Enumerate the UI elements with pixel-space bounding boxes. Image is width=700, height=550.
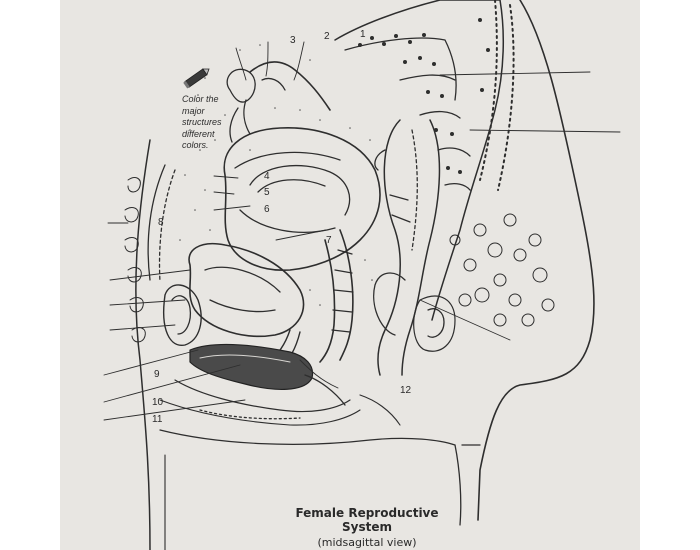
reproductive-system-diagram — [103, 0, 621, 550]
instruction-line: Color the — [182, 94, 219, 104]
label-10: 10 — [152, 397, 164, 408]
labia — [189, 343, 314, 390]
caption-subtitle: (midsagittal view) — [317, 536, 417, 549]
label-7: 7 — [326, 235, 332, 246]
thigh-lower-outline — [454, 444, 462, 526]
fallopian-tube — [249, 61, 331, 111]
pencil-icon — [183, 68, 210, 89]
body-back-outline — [477, 0, 595, 521]
pubic-bone — [163, 284, 202, 346]
label-11: 11 — [152, 414, 163, 425]
ovary — [226, 68, 256, 103]
gluteal-tissue — [449, 213, 555, 327]
label-9: 9 — [154, 369, 160, 380]
abdominal-wall — [147, 164, 166, 281]
label-12: 12 — [400, 385, 412, 396]
label-3: 3 — [290, 35, 296, 46]
bladder-outline — [188, 243, 305, 338]
instruction-line: colors. — [182, 140, 209, 150]
label-2: 2 — [324, 31, 330, 42]
background-margin — [640, 0, 700, 550]
anal-sphincter — [413, 295, 456, 352]
label-1: 1 — [360, 29, 366, 40]
instruction-line: different — [182, 128, 215, 139]
worksheet-page: Color the major structures different col… — [60, 0, 640, 550]
label-5: 5 — [264, 187, 270, 198]
uterus-outline — [223, 127, 381, 271]
vaginal-canal — [339, 229, 354, 361]
rectum-outline — [377, 119, 401, 376]
instruction-line: major — [182, 105, 205, 116]
diagram-caption: Female Reproductive System (midsagittal … — [274, 506, 460, 549]
instruction-line: structures — [182, 117, 222, 127]
instruction-text: Color the major structures different col… — [182, 94, 252, 152]
stipple-texture — [179, 44, 373, 306]
spine-outline — [334, 0, 504, 321]
caption-title: Female Reproductive System — [295, 506, 439, 534]
label-4: 4 — [264, 171, 270, 182]
label-leaders — [103, 41, 621, 421]
label-6: 6 — [264, 204, 270, 215]
label-8: 8 — [158, 217, 164, 228]
uterine-cavity — [249, 164, 351, 216]
thigh-front-outline — [135, 139, 151, 550]
bone-texture — [358, 18, 490, 174]
